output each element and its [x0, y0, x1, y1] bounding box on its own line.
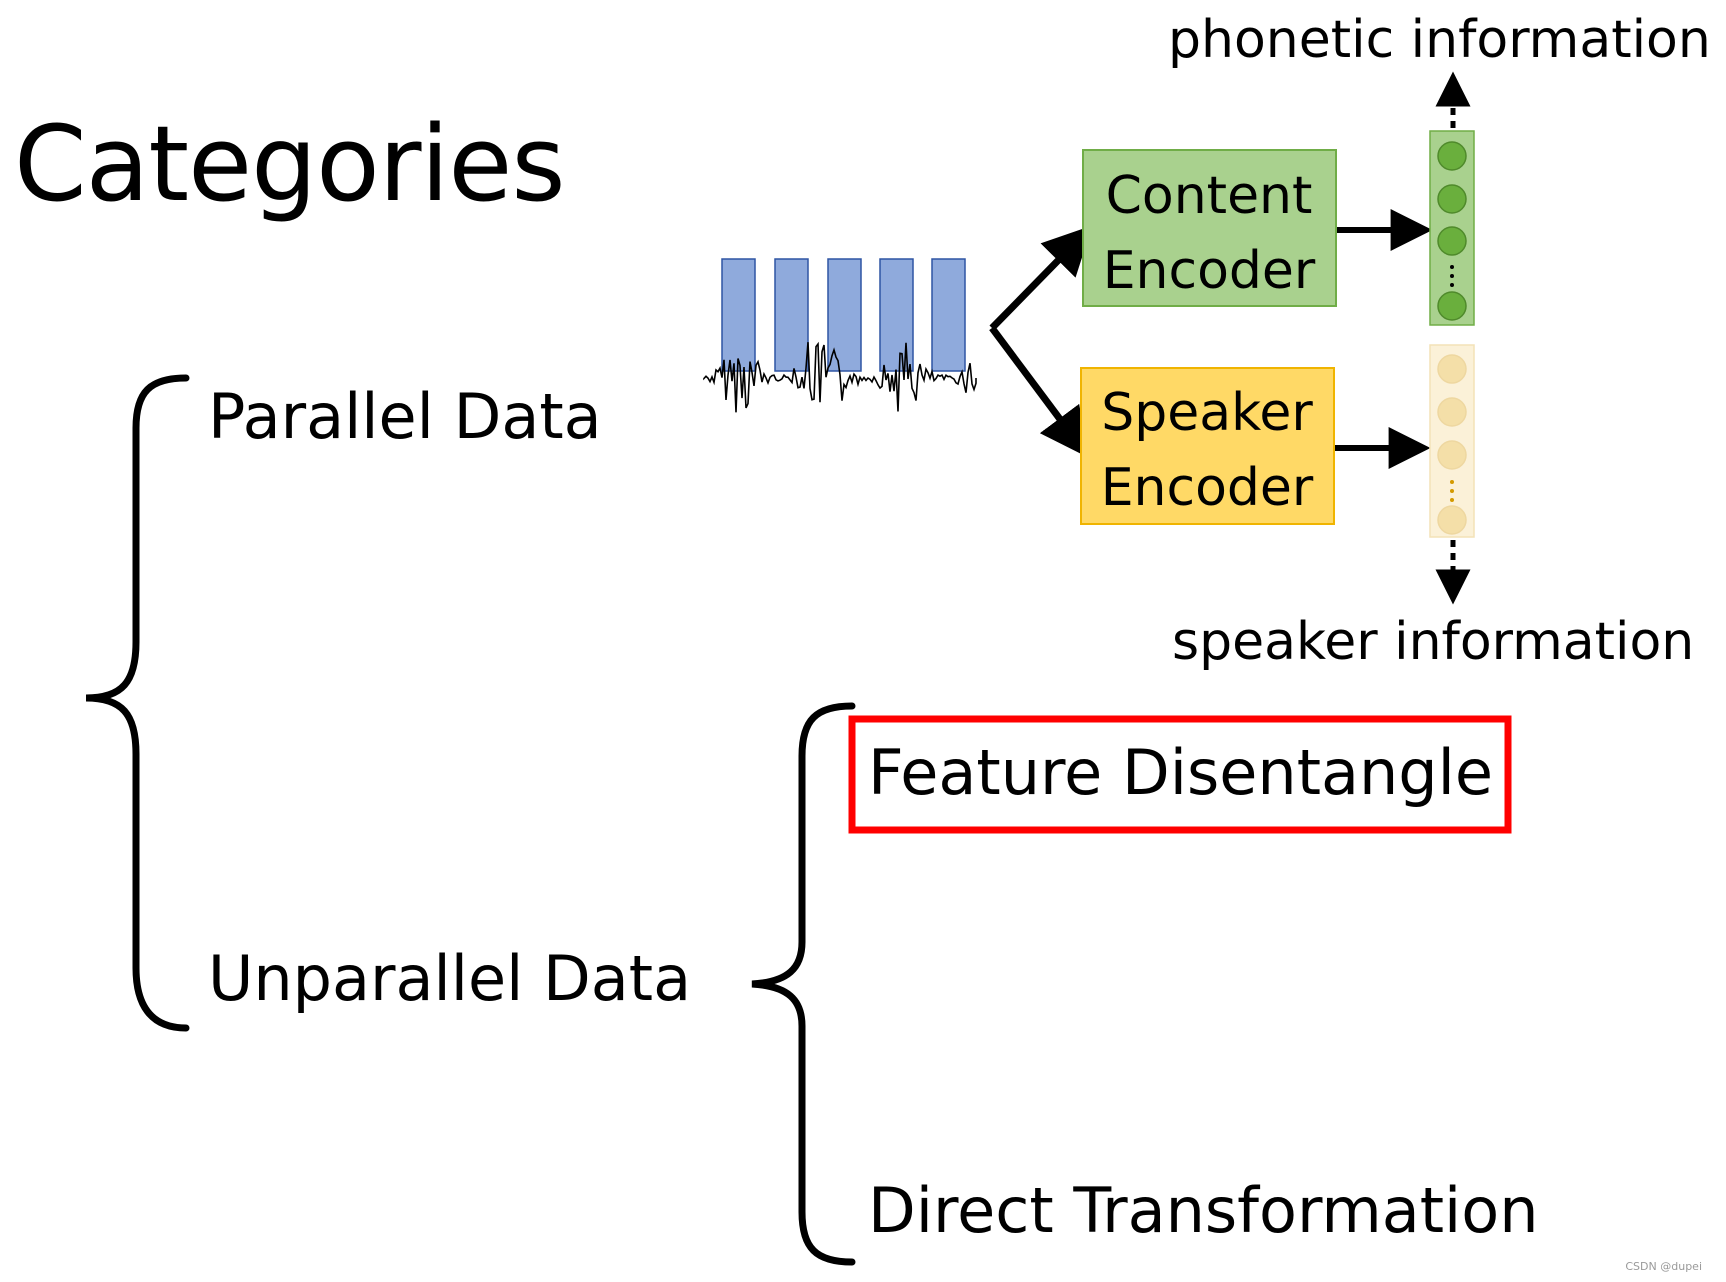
speaker-vector-dot — [1437, 397, 1467, 427]
content-encoder-box — [1082, 149, 1337, 307]
brace-main — [85, 374, 190, 1032]
speaker-vector-ellipsis-dot — [1450, 480, 1454, 484]
speaker-information-label: speaker information — [1172, 612, 1695, 672]
speaker-encoder-box — [1080, 367, 1335, 525]
speaker-encoder-label-1: Speaker — [1101, 383, 1313, 443]
content-vector-ellipsis-dot — [1450, 274, 1454, 278]
speaker-vector — [1429, 344, 1475, 538]
spectrogram-bar — [774, 258, 809, 372]
direct-transformation-label: Direct Transformation — [868, 1174, 1539, 1247]
highlight-box — [848, 715, 1512, 834]
content-vector-dot — [1437, 291, 1467, 321]
speaker-encoder-label-2: Encoder — [1101, 458, 1314, 518]
speaker-vector-ellipsis-dot — [1450, 498, 1454, 502]
speaker-vector-dot — [1437, 505, 1467, 535]
content-vector-ellipsis-dot — [1450, 283, 1454, 287]
page-title: Categories — [14, 103, 566, 225]
feature-disentangle-label: Feature Disentangle — [868, 736, 1494, 809]
waveform — [703, 341, 977, 413]
spectrogram-bar — [931, 258, 966, 372]
watermark: CSDN @dupei — [1625, 1260, 1702, 1273]
spectrogram-bar — [879, 258, 914, 372]
spectrogram — [721, 258, 966, 372]
content-vector-dot — [1437, 226, 1467, 256]
content-vector-dot — [1437, 184, 1467, 214]
content-encoder-label-1: Content — [1106, 166, 1313, 226]
phonetic-information-label: phonetic information — [1168, 10, 1711, 70]
unparallel-data-label: Unparallel Data — [208, 942, 692, 1015]
content-vector-ellipsis-dot — [1450, 265, 1454, 269]
arrow-to-content-encoder — [989, 225, 1093, 331]
content-vector — [1429, 130, 1475, 326]
arrow-to-speaker-encoder — [989, 325, 1089, 458]
content-encoder-label-2: Encoder — [1103, 241, 1316, 301]
brace-unparallel — [751, 702, 856, 1266]
speaker-vector-dot — [1437, 354, 1467, 384]
speaker-vector-dot — [1437, 440, 1467, 470]
parallel-data-label: Parallel Data — [208, 380, 602, 453]
content-vector-dot — [1437, 141, 1467, 171]
spectrogram-bar — [721, 258, 756, 372]
speaker-vector-ellipsis-dot — [1450, 489, 1454, 493]
